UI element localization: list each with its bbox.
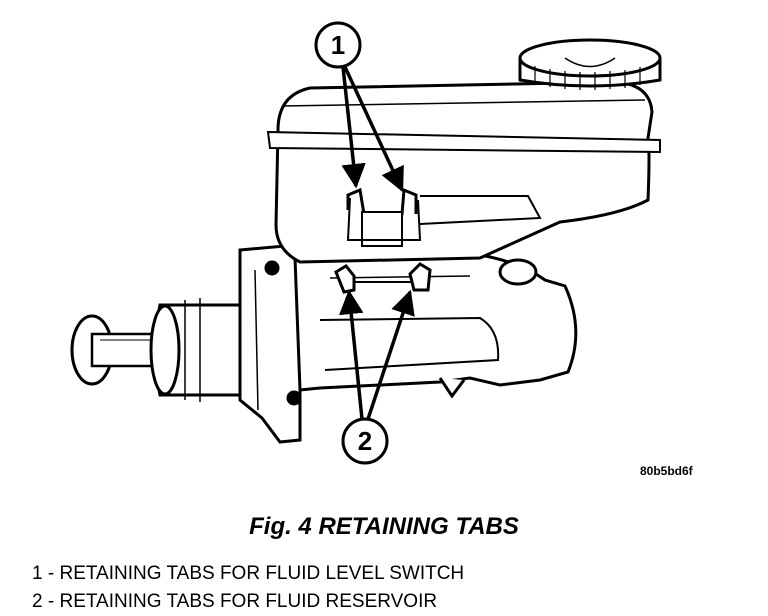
legend-text: RETAINING TABS FOR FLUID RESERVOIR [59,591,438,612]
callout-2: 2 [339,289,415,465]
master-cylinder-illustration: 1 2 [70,21,662,465]
booster-cylinder [149,298,257,402]
legend-item-1: 1 - RETAINING TABS FOR FLUID LEVEL SWITC… [32,563,465,584]
legend: 1 - RETAINING TABS FOR FLUID LEVEL SWITC… [32,560,464,616]
callout-1-label: 1 [331,30,345,60]
callout-2-label: 2 [358,426,372,456]
legend-number: 2 [32,591,43,612]
reservoir-cap [518,38,662,90]
fluid-level-switch-tabs [346,187,422,247]
reservoir-retaining-tabs [334,262,432,294]
legend-item-2: 2 - RETAINING TABS FOR FLUID RESERVOIR [32,591,438,612]
push-rod [70,314,164,386]
cylinder-body [293,253,578,399]
mounting-flange [238,244,302,444]
legend-number: 1 [32,563,43,584]
callout-1: 1 [314,21,404,193]
fluid-reservoir [266,80,661,264]
figure-caption: Fig. 4 RETAINING TABS [249,513,519,540]
figure-reference-code: 80b5bd6f [640,464,693,478]
legend-text: RETAINING TABS FOR FLUID LEVEL SWITCH [59,563,465,584]
